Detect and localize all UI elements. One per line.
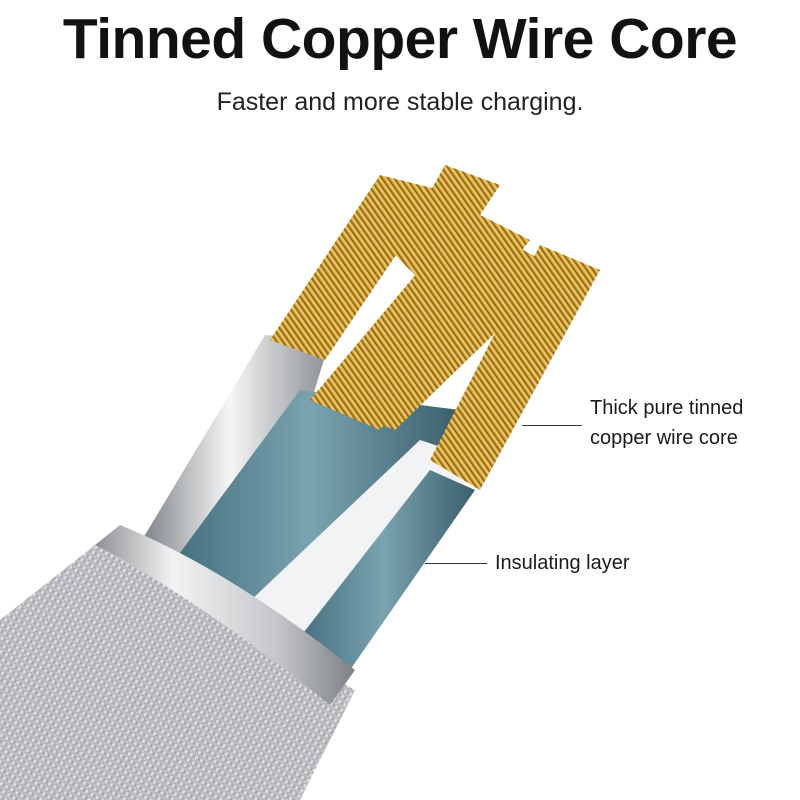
callout-line-copper-core (522, 425, 582, 426)
cable-cross-section-illustration (0, 165, 600, 800)
callout-copper-core: Thick pure tinned copper wire core (590, 393, 743, 453)
callout-copper-core-line2: copper wire core (590, 427, 738, 449)
insulated-wires (130, 335, 480, 670)
callout-insulating-layer: Insulating layer (495, 552, 630, 574)
outer-sleeve (0, 545, 355, 800)
metal-ring (95, 525, 355, 705)
copper-wire-cores (270, 165, 600, 490)
callout-copper-core-line1: Thick pure tinned (590, 397, 744, 419)
page-title: Tinned Copper Wire Core (62, 7, 738, 71)
page-subtitle: Faster and more stable charging. (216, 88, 584, 116)
callout-line-insulating-layer (425, 563, 487, 564)
